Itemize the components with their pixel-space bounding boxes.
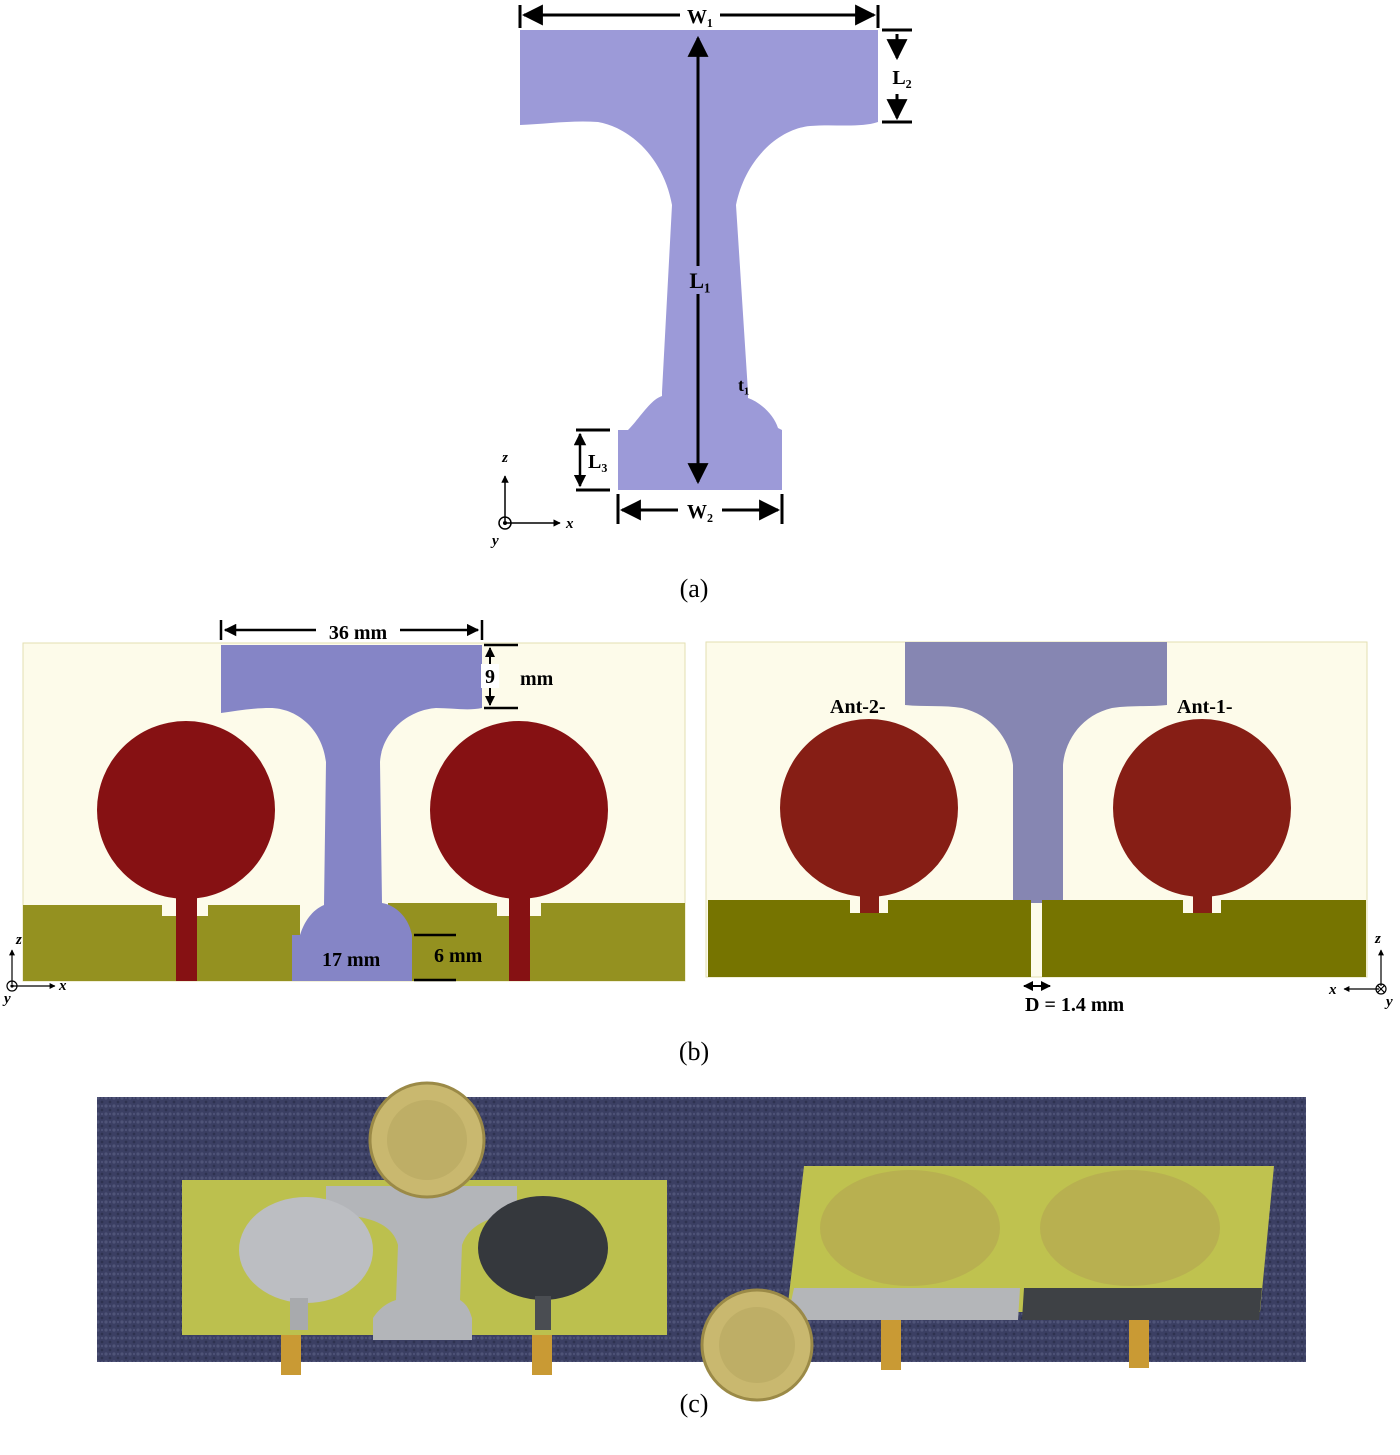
label-w2: W₂ <box>687 501 713 523</box>
caption-c: (c) <box>680 1389 709 1418</box>
metal-patch-left-photo <box>239 1197 373 1303</box>
radiating-patch-left <box>97 721 275 899</box>
dim-label-36mm: 36 mm <box>329 622 388 644</box>
svg-text:y: y <box>2 991 11 1007</box>
t-shaped-ground-stub <box>905 642 1167 903</box>
radiating-patch-ant-2 <box>780 719 958 897</box>
feed-stub-ant-1 <box>1193 885 1212 913</box>
svg-text:x: x <box>565 516 574 532</box>
dim-label-17mm: 17 mm <box>322 949 381 971</box>
dim-label-9mm-value: 9 <box>485 666 495 688</box>
sma-connector-back-left <box>881 1320 901 1370</box>
label-l1: L₁ <box>689 268 710 293</box>
svg-text:z: z <box>15 932 22 948</box>
sma-connector-back-right <box>1129 1320 1149 1368</box>
label-w1: W₁ <box>687 6 713 28</box>
dim-label-9mm-unit: mm <box>520 668 554 690</box>
metal-feed-right-photo <box>535 1296 551 1330</box>
svg-text:x: x <box>1328 982 1337 998</box>
caption-b: (b) <box>679 1037 709 1066</box>
dim-label-gap-d: D = 1.4 mm <box>1025 994 1125 1016</box>
svg-text:z: z <box>501 450 508 466</box>
sma-connector-right <box>532 1335 552 1375</box>
panel-a: W₁ L₂ L₁ t₁ L₃ W₂ z x y <box>490 3 912 603</box>
caption-a: (a) <box>680 574 709 603</box>
t-shaped-ground-stub <box>221 645 482 981</box>
metal-feed-left-photo <box>290 1298 308 1330</box>
metal-ground-back-left <box>787 1288 1020 1320</box>
label-l3: L₃ <box>588 451 607 473</box>
panel-b-front: 36 mm 9 mm 17 mm 6 mm z x y <box>2 617 686 1007</box>
radiating-patch-ant-1 <box>1113 719 1291 897</box>
label-l2: L₂ <box>892 67 911 89</box>
axes-indicator-b-front: z x y <box>2 932 67 1007</box>
label-t1: t₁ <box>738 375 749 395</box>
ground-plane <box>708 900 1366 977</box>
svg-text:y: y <box>490 533 499 549</box>
pcb-back <box>787 1166 1274 1312</box>
label-ant-1: Ant-1- <box>1177 696 1233 718</box>
metal-patch-right-photo <box>478 1196 608 1300</box>
axes-indicator-a: z x y <box>490 450 574 549</box>
metal-ground-back-right <box>1022 1288 1262 1320</box>
sma-connector-left <box>281 1335 301 1375</box>
dim-label-6mm: 6 mm <box>434 945 483 967</box>
svg-text:z: z <box>1374 931 1381 947</box>
radiating-patch-right <box>430 721 608 899</box>
axes-indicator-b-back: z x y <box>1328 931 1393 1010</box>
svg-text:y: y <box>1384 994 1393 1010</box>
svg-text:x: x <box>58 978 67 994</box>
feed-stub-ant-2 <box>860 885 879 913</box>
panel-c-photo: (c) <box>97 1081 1306 1418</box>
panel-b-back: Ant-2- Ant-1- D = 1.4 mm z x y (b) <box>679 641 1393 1066</box>
metal-stub-photo <box>326 1186 517 1340</box>
feed-line-left <box>176 890 197 981</box>
feed-line-right <box>509 890 530 981</box>
label-ant-2: Ant-2- <box>830 696 886 718</box>
